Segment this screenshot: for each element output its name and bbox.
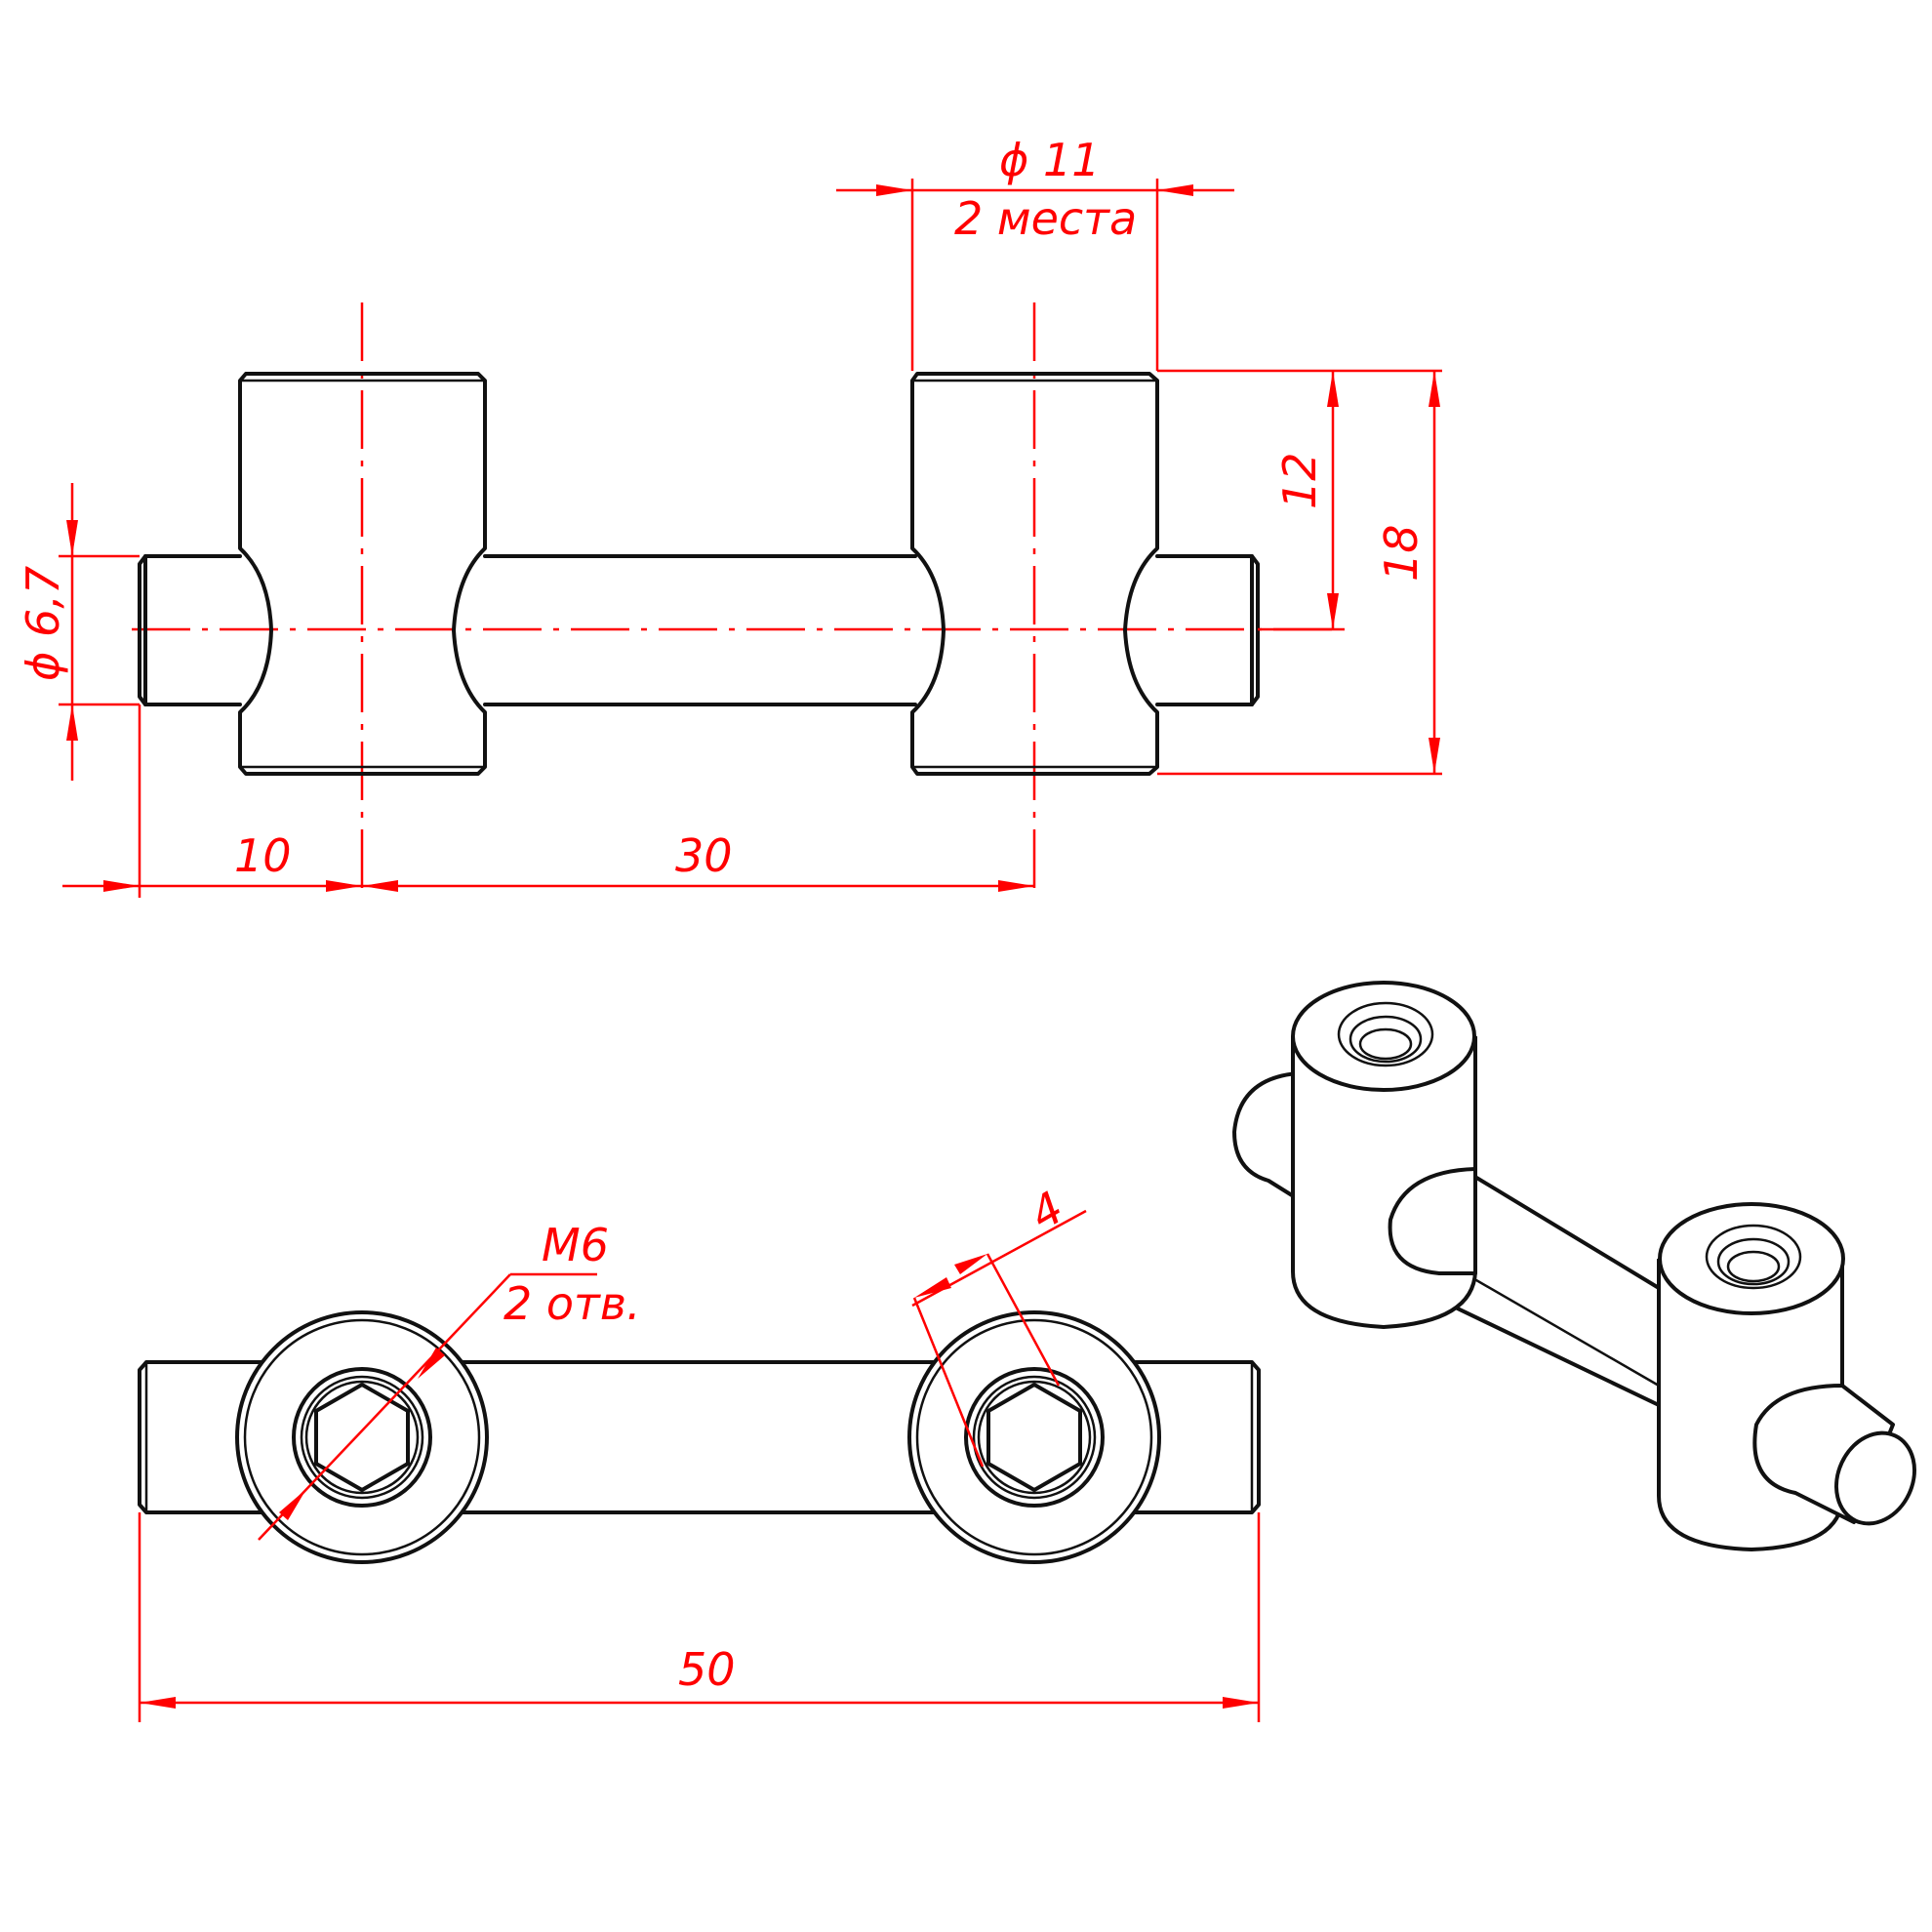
arrow-hex-1 [914,1277,951,1298]
thread-right-inner [972,1375,1097,1500]
dim-line-hex-ext-2 [986,1253,1061,1387]
dim-length-50: 50 [678,1643,736,1696]
iso-boss-right-thread-1 [1705,1224,1802,1290]
boss-right-chamfer [915,1318,1153,1556]
dim-line-hex-ext-1 [912,1297,985,1468]
front-view-dimensions: ϕ 11 2 места ϕ 6,7 12 18 10 30 [17,134,1442,898]
iso-boss-left-thread-1 [1337,1001,1434,1067]
arrow-50-left [140,1697,176,1709]
boss-left-outer [235,1310,489,1564]
rod-stub-left [138,554,242,706]
boss-left-chamfer [243,1318,481,1556]
socket-left [304,1380,420,1495]
dim-rod-diameter: ϕ 6,7 [17,566,69,681]
dim-thread: M6 [542,1219,609,1271]
dim-height-18: 18 [1375,524,1428,582]
iso-boss-left-body-rod-end [1388,1167,1477,1275]
isometric-view [1232,981,1916,1551]
thread-left-outer [292,1367,432,1508]
dim-length-30: 30 [675,829,733,882]
thread-right-outer [964,1367,1105,1508]
dim-length-10: 10 [234,829,292,882]
iso-boss-left-thread-3 [1358,1027,1413,1061]
top-view [138,1310,1261,1564]
arrow-12-bottom [1327,593,1339,629]
arrow-rod-top [66,520,78,556]
iso-rod-stub-right-end [1834,1430,1916,1526]
dim-thread-note: 2 отв. [503,1277,641,1330]
hex-socket-left [314,1383,410,1492]
front-view [132,302,1342,888]
dim-hex: 4 [1022,1181,1072,1240]
arrow-rod-bottom [66,704,78,741]
arrow-50-right [1223,1697,1259,1709]
arrow-10-right [326,880,362,892]
arrow-18-bottom [1429,738,1440,774]
arrow-hex-2 [954,1254,987,1274]
boss-right [910,372,1159,776]
socket-right [977,1380,1092,1495]
iso-boss-right-thread-3 [1726,1250,1781,1283]
iso-boss-left-thread-2 [1348,1015,1423,1064]
boss-left [238,372,487,776]
top-view-dimensions: M6 2 отв. 4 50 [138,1181,1261,1722]
arrow-boss-left [876,184,912,196]
iso-boss-right-top [1658,1202,1845,1315]
iso-rod-stub-left [1232,1071,1309,1207]
iso-boss-left-top [1291,981,1476,1092]
arrow-thread-top [418,1348,445,1379]
hex-socket-right [986,1383,1082,1492]
dim-boss-diameter: ϕ 11 [999,134,1101,186]
arrow-30-right [998,880,1034,892]
arrow-12-top [1327,371,1339,407]
dim-boss-note: 2 места [954,192,1137,245]
dim-height-12: 12 [1273,452,1326,509]
thread-left-inner [300,1375,424,1500]
boss-right-outer [907,1310,1161,1564]
arrow-thread-bottom [279,1489,306,1520]
iso-boss-right-thread-2 [1716,1237,1791,1286]
arrow-boss-right [1157,184,1193,196]
arrow-10-left [103,880,140,892]
arrow-18-top [1429,371,1440,407]
arrow-30-left [362,880,398,892]
